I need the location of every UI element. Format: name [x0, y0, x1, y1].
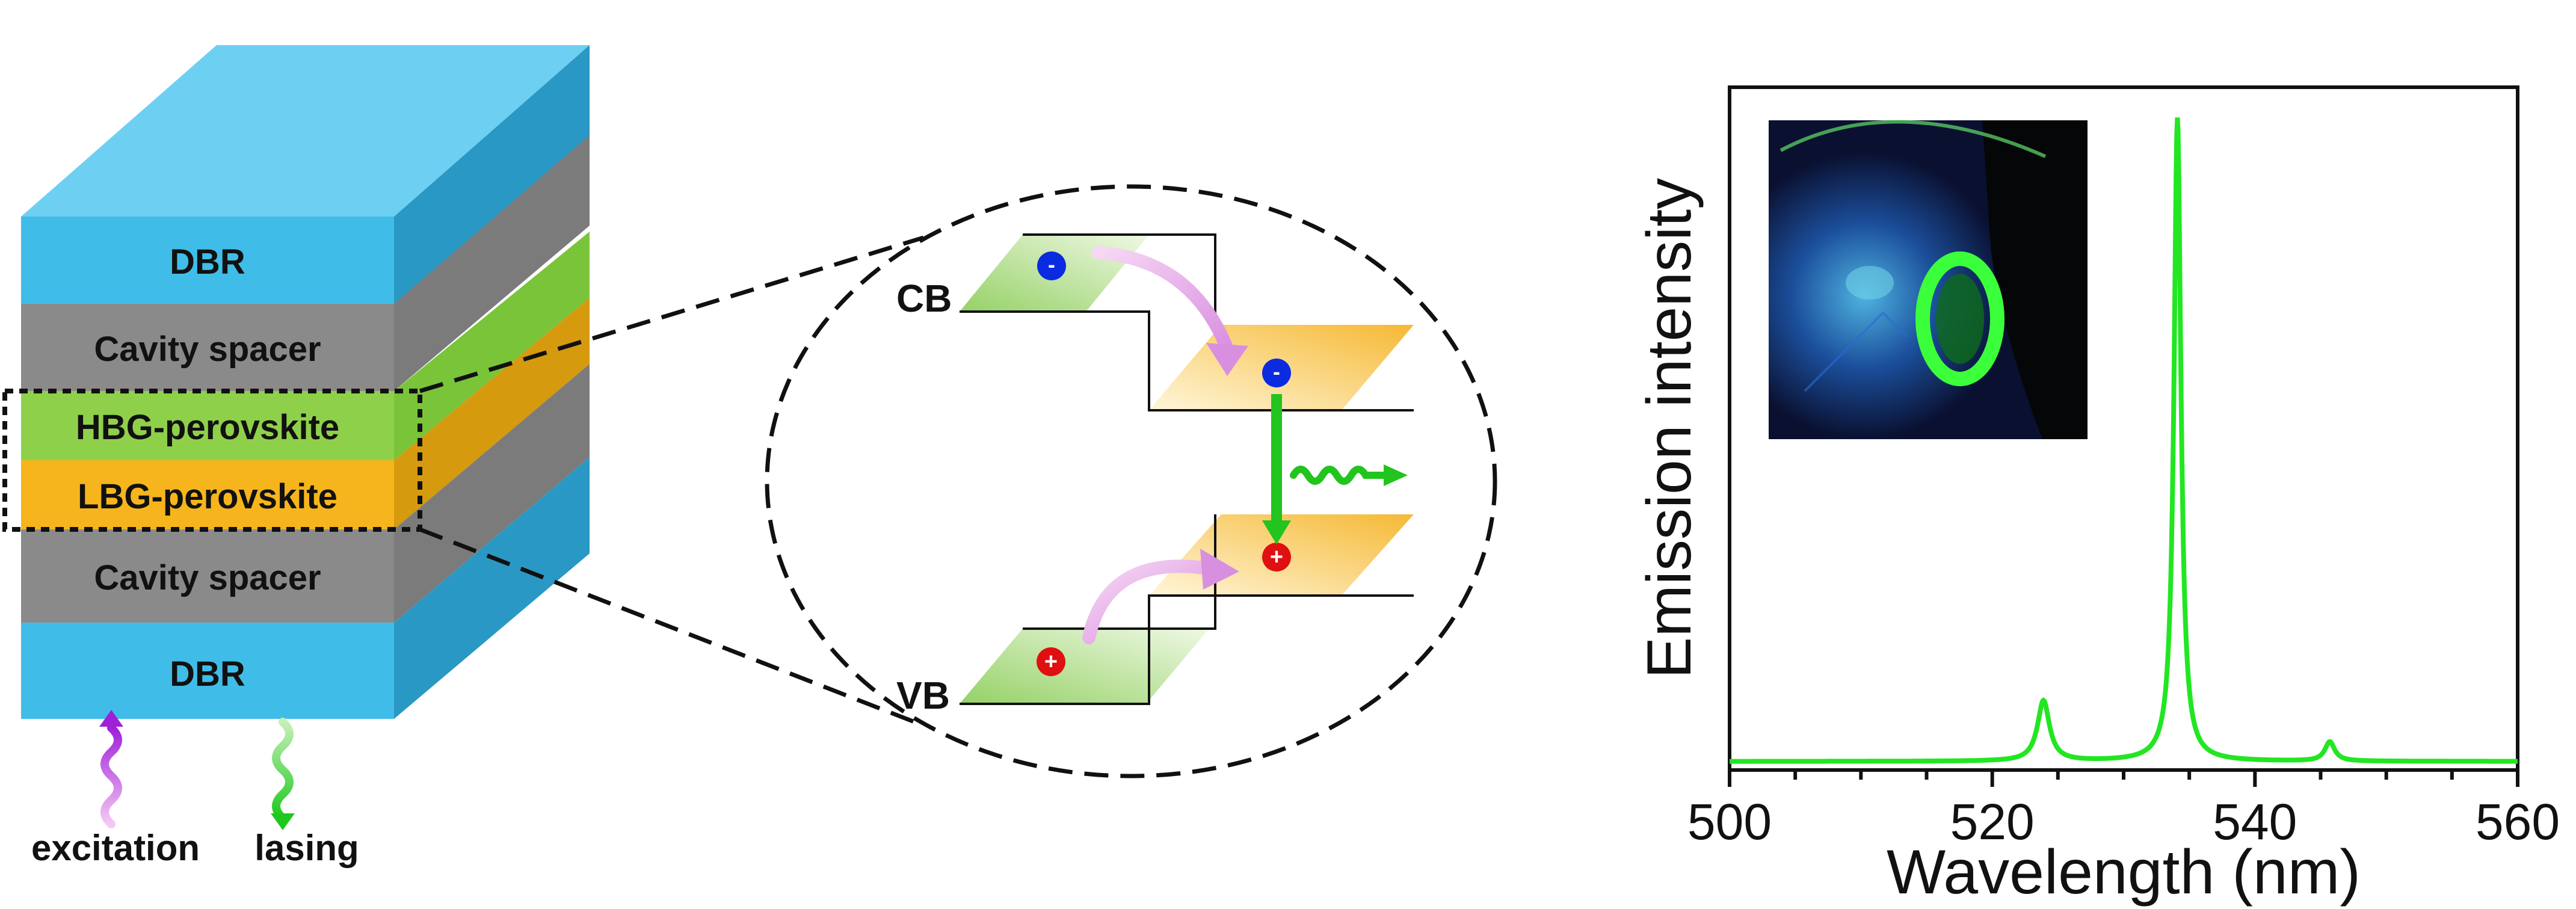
lasing-label: lasing [254, 828, 359, 868]
lasing-arrow [271, 718, 295, 830]
layer-label-spacer-bottom: Cavity spacer [94, 558, 321, 597]
x-tick-label-520: 520 [1950, 793, 2035, 850]
hole-icon-hbg [1037, 647, 1065, 676]
cavity-spacer-top-layer: Cavity spacer [21, 135, 590, 391]
x-tick-label-540: 540 [2213, 793, 2297, 850]
layer-stack: DBR Cavity spacer HBG-perovskite LBG-per… [2, 45, 590, 719]
hole-symbol-lbg: + [1270, 544, 1283, 570]
x-tick-label-500: 500 [1687, 793, 1772, 850]
vb-hbg-band [960, 629, 1209, 704]
hole-transfer-arrow [1082, 559, 1216, 644]
layer-label-dbr-top: DBR [170, 242, 245, 282]
zoom-ellipse [765, 184, 1497, 778]
layer-label-hbg: HBG-perovskite [76, 408, 339, 447]
x-axis-label: Wavelength (nm) [1887, 837, 2361, 907]
vb-label: VB [896, 674, 950, 717]
band-diagram: CB VB - - + + [765, 184, 1497, 778]
spectrum-line [1730, 117, 2518, 764]
inset-photo [1769, 120, 2088, 439]
dbr-top-layer: DBR [21, 45, 590, 304]
excitation-arrow [99, 710, 123, 828]
spectrum-chart: 500 520 540 560 Wavelength (nm) Emission… [1635, 85, 2560, 907]
x-tick-label-560: 560 [2476, 793, 2560, 850]
excitation-label: excitation [31, 828, 200, 868]
layer-label-dbr-bottom: DBR [170, 655, 245, 694]
y-axis-label: Emission intensity [1635, 178, 1704, 679]
hole-symbol-hbg: + [1044, 649, 1058, 674]
hole-icon-lbg [1262, 543, 1291, 572]
layer-label-lbg: LBG-perovskite [78, 477, 337, 516]
electron-symbol-hbg: - [1048, 252, 1055, 277]
emitted-photon-icon [1290, 466, 1393, 485]
electron-icon-hbg [1037, 251, 1066, 280]
zoom-line-bottom [419, 527, 916, 724]
cb-label: CB [896, 277, 952, 320]
electron-icon-lbg [1262, 359, 1291, 387]
layer-label-spacer-top: Cavity spacer [94, 330, 321, 369]
cavity-spacer-bottom-layer: Cavity spacer [21, 364, 590, 623]
perovskite-selection-box [2, 389, 422, 532]
hbg-perovskite-layer: HBG-perovskite [21, 232, 590, 460]
lbg-perovskite-layer: LBG-perovskite [21, 298, 590, 529]
electron-symbol-lbg: - [1273, 359, 1280, 384]
electron-transfer-arrow [1091, 246, 1234, 356]
zoom-line-top [419, 235, 925, 393]
dbr-bottom-layer: DBR [21, 457, 590, 719]
x-axis-ticks [1728, 770, 2519, 787]
